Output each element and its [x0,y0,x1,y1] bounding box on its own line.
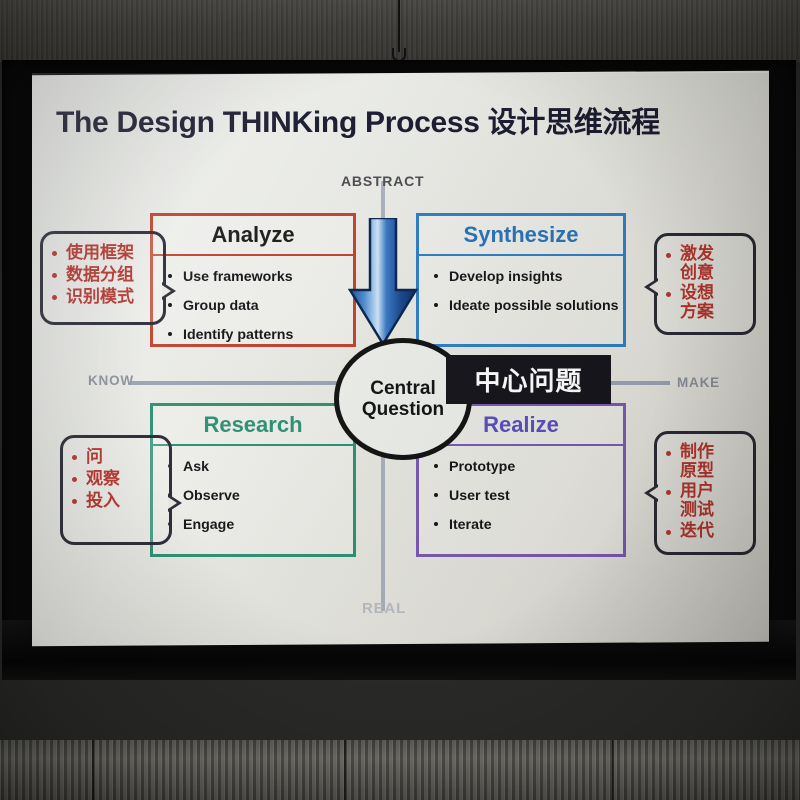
central-question-line1: Central [370,377,436,399]
list-item: 激发创意 [663,244,745,282]
quadrant-heading-analyze: Analyze [211,222,295,247]
callout-synthesize-cn[interactable]: 激发创意 设想方案 [644,233,756,335]
callout-list: 使用框架 数据分组 识别模式 [43,234,163,318]
axis-label-know: KNOW [88,373,134,388]
quadrant-list-synthesize: Develop insights Ideate possible solutio… [419,254,623,326]
callout-realize-cn[interactable]: 制作原型 用户测试 迭代 [644,431,756,555]
callout-tail-inner [649,281,658,293]
axis-label-real: REAL [362,600,407,617]
list-item: 投入 [69,491,161,511]
quadrant-list-realize: Prototype User test Iterate [419,444,623,546]
quadrant-synthesize[interactable]: Synthesize Develop insights Ideate possi… [416,213,626,347]
list-item: 用户测试 [663,481,745,519]
quadrant-heading-research: Research [203,412,303,437]
list-item: 设想方案 [663,283,745,321]
list-item: Observe [167,487,353,505]
list-item: 问 [69,447,161,467]
list-item: Ideate possible solutions [433,297,623,315]
list-item: Develop insights [433,268,623,286]
wall-seam [344,740,346,800]
callout-research-cn[interactable]: 问 观察 投入 [60,435,182,545]
list-item: Identify patterns [167,326,353,344]
slide-content: The Design THINKing Process 设计思维流程 KNOW … [32,73,769,644]
callout-analyze-cn[interactable]: 使用框架 数据分组 识别模式 [40,231,176,325]
callout-list: 激发创意 设想方案 [657,236,753,333]
callout-list: 制作原型 用户测试 迭代 [657,434,753,551]
quadrant-heading-synthesize: Synthesize [463,222,579,247]
list-item: Engage [167,516,353,534]
central-question-banner-cn: 中心问题 [446,355,611,404]
callout-list: 问 观察 投入 [63,438,169,522]
list-item: 数据分组 [49,265,155,285]
list-item: 制作原型 [663,442,745,480]
list-item: Group data [167,297,353,315]
axis-label-abstract: ABSTRACT [341,173,425,189]
callout-tail-inner [162,285,171,297]
wall-bottom [0,740,800,800]
list-item: 识别模式 [49,287,155,307]
list-item: Ask [167,458,353,476]
quadrant-research[interactable]: Research Ask Observe Engage [150,403,356,557]
list-item: Iterate [433,516,623,534]
central-question-line2: Question [361,399,445,420]
list-item: Prototype [433,458,623,476]
page-title-en: The Design THINKing Process [56,106,480,139]
wall-seam [92,740,94,800]
projection-screen: The Design THINKing Process 设计思维流程 KNOW … [32,70,769,647]
quadrant-list-analyze: Use frameworks Group data Identify patte… [153,254,353,356]
quadrant-list-research: Ask Observe Engage [153,444,353,546]
callout-tail-inner [649,487,658,499]
callout-tail-inner [168,497,177,509]
wall-seam [612,740,614,800]
page-title: The Design THINKing Process 设计思维流程 [56,99,660,141]
banner-text-cn: 中心问题 [474,366,583,396]
down-arrow-icon [347,216,419,348]
list-item: 迭代 [663,521,745,541]
list-item: 观察 [69,469,161,489]
list-item: Use frameworks [167,268,353,286]
list-item: User test [433,487,623,505]
list-item: 使用框架 [49,243,155,263]
hanging-cable [398,0,400,52]
axis-label-make: MAKE [677,375,720,390]
quadrant-analyze[interactable]: Analyze Use frameworks Group data Identi… [150,213,356,347]
page-title-cn: 设计思维流程 [487,107,660,139]
